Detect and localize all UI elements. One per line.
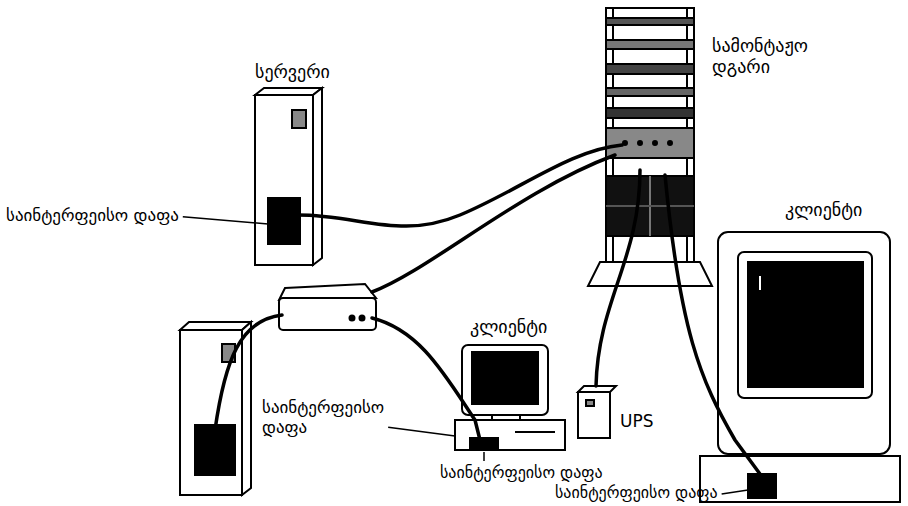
mounting-rack-part [638, 141, 642, 145]
network-cable-part [372, 318, 480, 440]
mounting-rack-part [606, 128, 694, 158]
mounting-rack-part [606, 205, 694, 207]
network-cable-part [596, 170, 640, 386]
client-workstation-part [470, 438, 498, 450]
server-label: სერვერი [255, 62, 330, 83]
client-workstation-part [718, 232, 890, 454]
client-label: კლიენტი [785, 200, 862, 221]
mounting-rack-part [606, 8, 694, 262]
client-workstation-part [748, 262, 863, 387]
mounting-rack-part [588, 262, 712, 286]
client-workstation-part [700, 456, 900, 502]
client-workstation-part [738, 252, 872, 398]
client-workstation-part [462, 345, 548, 415]
leader-line [183, 217, 268, 224]
server-tower-part [255, 88, 322, 95]
leader-lines [183, 217, 748, 494]
network-cable-part [372, 155, 615, 292]
server-tower-part [292, 110, 306, 128]
client-workstation-part [748, 474, 776, 498]
client-tower-part [180, 322, 251, 330]
client-workstation-part [455, 420, 565, 450]
leader-line [722, 490, 748, 494]
client-workstation-part [759, 276, 761, 290]
rack-label: სამონტაჟო დგარი [712, 36, 808, 77]
network-cable-part [665, 175, 760, 474]
ups-unit-part [578, 392, 610, 438]
client-workstation-part [515, 431, 555, 433]
ups-label: UPS [620, 412, 654, 432]
card-label: საინტერფეისო დაფა [555, 484, 718, 502]
mounting-rack-part [668, 141, 672, 145]
mounting-rack-part [606, 108, 694, 118]
mounting-rack-part [606, 176, 694, 236]
client-tower [180, 322, 251, 495]
client-label: კლიენტი [470, 317, 547, 338]
client-tower-part [242, 322, 251, 495]
hub-box-part [279, 298, 376, 330]
hub-box-part [350, 316, 355, 321]
server-tower [255, 88, 322, 265]
mounting-rack-part [606, 18, 694, 25]
server-tower-part [268, 198, 300, 244]
client-tower-part [195, 425, 235, 475]
network-cable-part [298, 145, 622, 226]
card-label: საინტერფეისო დაფა [6, 206, 179, 226]
server-tower-part [313, 88, 322, 265]
ups-unit [578, 386, 616, 438]
mounting-rack-part [653, 141, 657, 145]
network-cable [215, 145, 760, 474]
client-workstation-part [472, 352, 538, 404]
card-label: საინტერფეისო დაფა [440, 464, 603, 482]
hub-box [279, 284, 376, 330]
hub-box-part [360, 316, 365, 321]
ups-unit-part [586, 400, 594, 406]
mounting-rack-part [606, 88, 694, 96]
leader-line [388, 427, 455, 436]
client-workstation [455, 345, 565, 450]
card-label: საინტერფეისო დაფა [262, 398, 384, 437]
server-tower-part [255, 95, 313, 265]
client-workstation [700, 232, 900, 502]
leader-line [483, 452, 485, 461]
mounting-rack-part [606, 64, 694, 74]
mounting-rack-part [606, 40, 694, 49]
